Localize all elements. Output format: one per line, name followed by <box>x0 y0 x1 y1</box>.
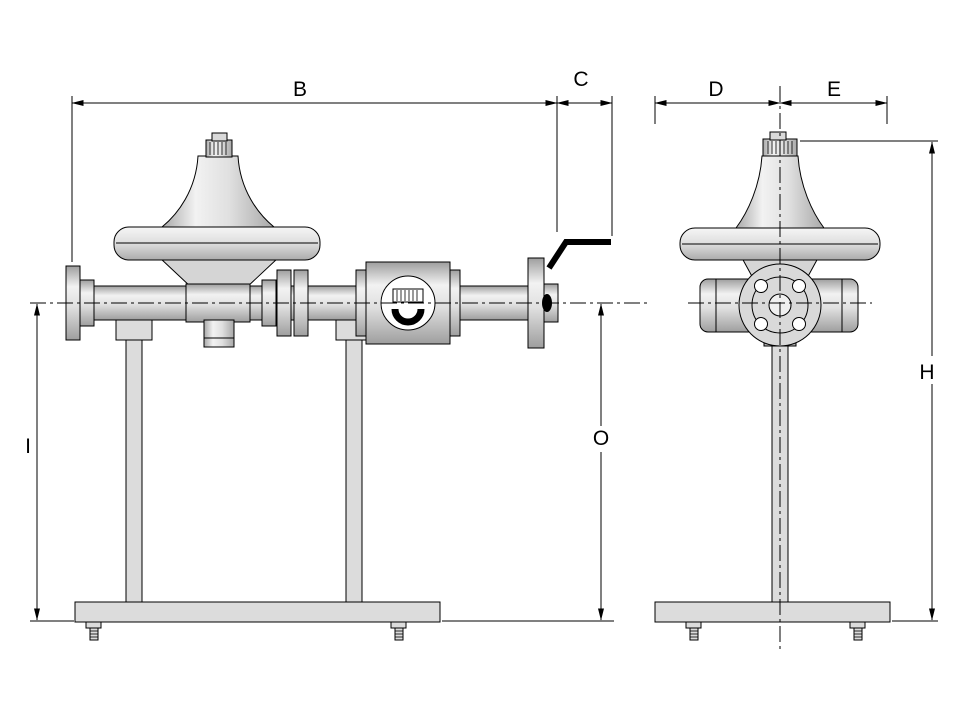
leveling-foot <box>685 621 702 641</box>
bolt-hole <box>754 317 768 331</box>
valve-handle <box>546 239 611 270</box>
vent-fitting-side <box>769 131 787 141</box>
dim-o-label: O <box>593 427 609 450</box>
bolt-hole <box>792 317 806 331</box>
spring-housing <box>160 155 276 228</box>
spring-housing-side <box>735 155 825 229</box>
stand-side <box>654 339 891 641</box>
dim-d-label: D <box>708 78 723 101</box>
meter-odometer-digits <box>396 290 418 301</box>
dim-e-label: E <box>827 78 841 101</box>
stand-front <box>74 315 441 641</box>
stand-post-right <box>345 339 363 603</box>
dimension-b: B <box>71 78 558 262</box>
label-mask <box>914 356 942 384</box>
ball-valve <box>527 239 611 349</box>
side-view: D E H <box>654 78 942 650</box>
dimension-d: D <box>654 78 781 124</box>
regulator-bottom-plug <box>203 319 235 348</box>
dimension-h: H <box>800 140 942 622</box>
leveling-foot <box>849 621 866 641</box>
dimension-c: C <box>556 68 613 236</box>
dim-b-label: B <box>293 78 307 101</box>
meter-dial-arc <box>391 308 425 326</box>
dim-i-label: I <box>25 435 31 458</box>
regulator-front <box>113 132 321 348</box>
stand-base-front <box>74 601 441 623</box>
bolt-hole <box>754 279 768 293</box>
dimension-i: I <box>25 303 74 622</box>
label-mask <box>588 426 614 452</box>
front-view: B C I O <box>25 68 648 641</box>
leveling-foot <box>390 621 407 641</box>
bolt-hole <box>792 279 806 293</box>
meter-odometer <box>392 288 424 303</box>
dimension-o: O <box>442 303 614 622</box>
dim-c-label: C <box>573 68 588 91</box>
stand-post-left <box>125 339 143 603</box>
dim-h-label: H <box>919 361 934 384</box>
leveling-foot <box>85 621 102 641</box>
stand-base-side <box>654 601 891 623</box>
bonnet-cap-knurl <box>209 142 227 155</box>
vent-fitting <box>211 132 228 142</box>
dimension-e: E <box>779 78 888 124</box>
regulator-side <box>679 131 881 347</box>
